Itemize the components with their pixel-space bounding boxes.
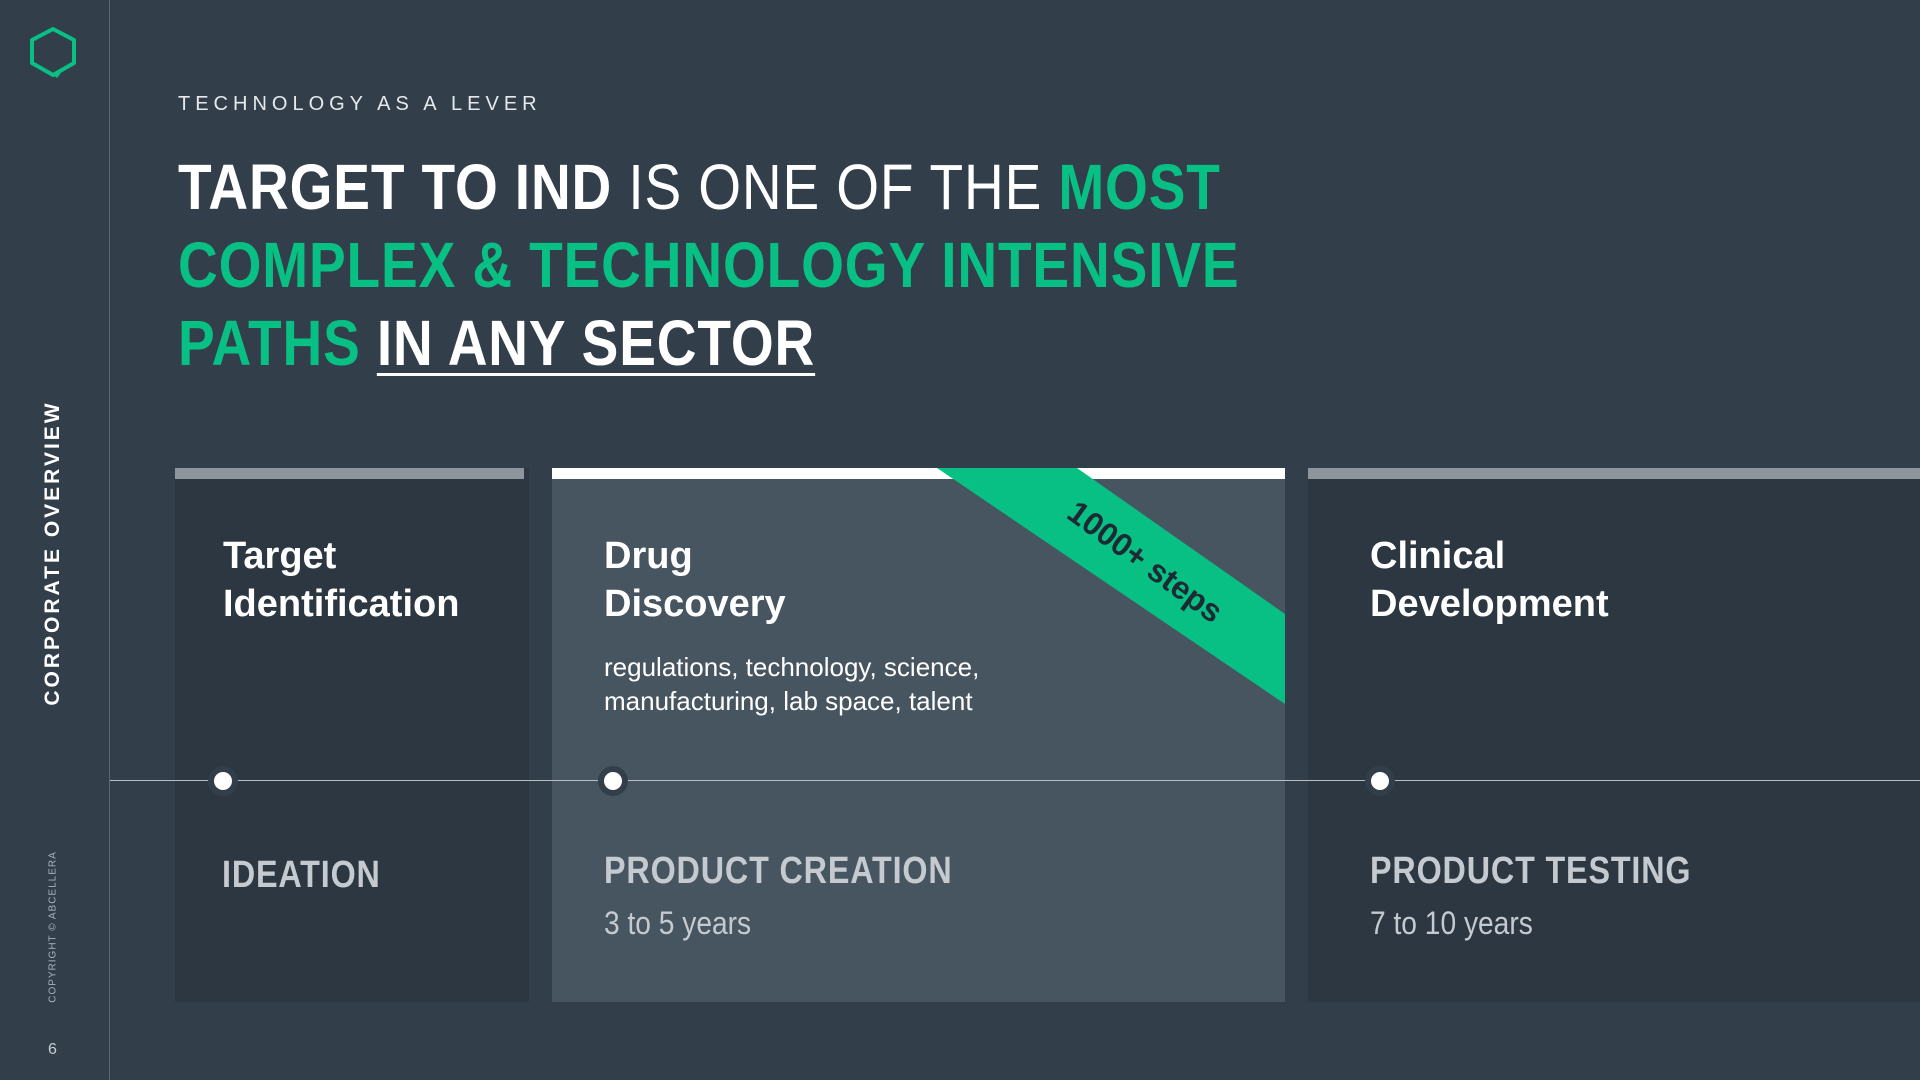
duration-label: 7 to 10 years: [1370, 905, 1533, 941]
timeline-line: [110, 780, 1920, 781]
sidebar: CORPORATE OVERVIEW COPYRIGHT © ABCELLERA…: [0, 0, 110, 1080]
headline-part-2: IS ONE OF THE: [612, 151, 1059, 223]
headline: TARGET TO IND IS ONE OF THE MOST COMPLEX…: [178, 148, 1239, 382]
card-title: Drug Discovery: [604, 532, 786, 628]
card-drug-discovery: Drug Discovery regulations, technology, …: [552, 468, 1285, 1002]
card-title-line-1: Target: [223, 535, 337, 577]
card-title: Target Identification: [223, 532, 459, 628]
card-top-bar: [552, 468, 1285, 479]
headline-part-3: MOST: [1058, 151, 1221, 223]
duration-label: 3 to 5 years: [604, 905, 752, 941]
phase-label: PRODUCT TESTING: [1370, 850, 1692, 892]
card-title-line-2: Development: [1370, 583, 1609, 625]
headline-line-1: TARGET TO IND IS ONE OF THE MOST: [178, 148, 1220, 226]
eyebrow-title: TECHNOLOGY AS A LEVER: [178, 93, 542, 115]
card-title-line-1: Drug: [604, 535, 693, 577]
headline-part-6: IN ANY SECTOR: [376, 307, 816, 379]
card-title: Clinical Development: [1370, 532, 1609, 628]
card-clinical-development: Clinical Development PRODUCT TESTING 7 t…: [1308, 468, 1920, 1002]
phase-label: PRODUCT CREATION: [604, 850, 953, 892]
card-target-identification: Target Identification IDEATION: [175, 468, 529, 1002]
card-top-bar: [175, 468, 524, 479]
phase-label: IDEATION: [222, 854, 381, 896]
page-number: 6: [48, 1041, 57, 1058]
card-top-bar: [1308, 468, 1920, 479]
copyright-text: COPYRIGHT © ABCELLERA: [47, 851, 59, 1003]
section-label: CORPORATE OVERVIEW: [41, 400, 64, 706]
card-description-line-1: regulations, technology, science,: [604, 652, 980, 682]
headline-part-4: COMPLEX & TECHNOLOGY INTENSIVE: [178, 229, 1240, 301]
card-title-line-2: Discovery: [604, 583, 786, 625]
card-title-line-2: Identification: [223, 583, 460, 625]
headline-line-3: PATHS IN ANY SECTOR: [178, 304, 1210, 382]
timeline-dot-ideation: [214, 772, 232, 790]
hexagon-logo-icon: [30, 27, 76, 78]
card-title-line-1: Clinical: [1370, 535, 1506, 577]
timeline-dot-product-creation: [604, 772, 622, 790]
card-description: regulations, technology, science, manufa…: [604, 650, 979, 718]
headline-part-5: PATHS: [178, 307, 361, 379]
headline-part-1: TARGET TO IND: [178, 151, 613, 223]
timeline-dot-product-testing: [1371, 772, 1389, 790]
card-description-line-2: manufacturing, lab space, talent: [604, 686, 973, 716]
headline-line-2: COMPLEX & TECHNOLOGY INTENSIVE: [178, 226, 1239, 304]
